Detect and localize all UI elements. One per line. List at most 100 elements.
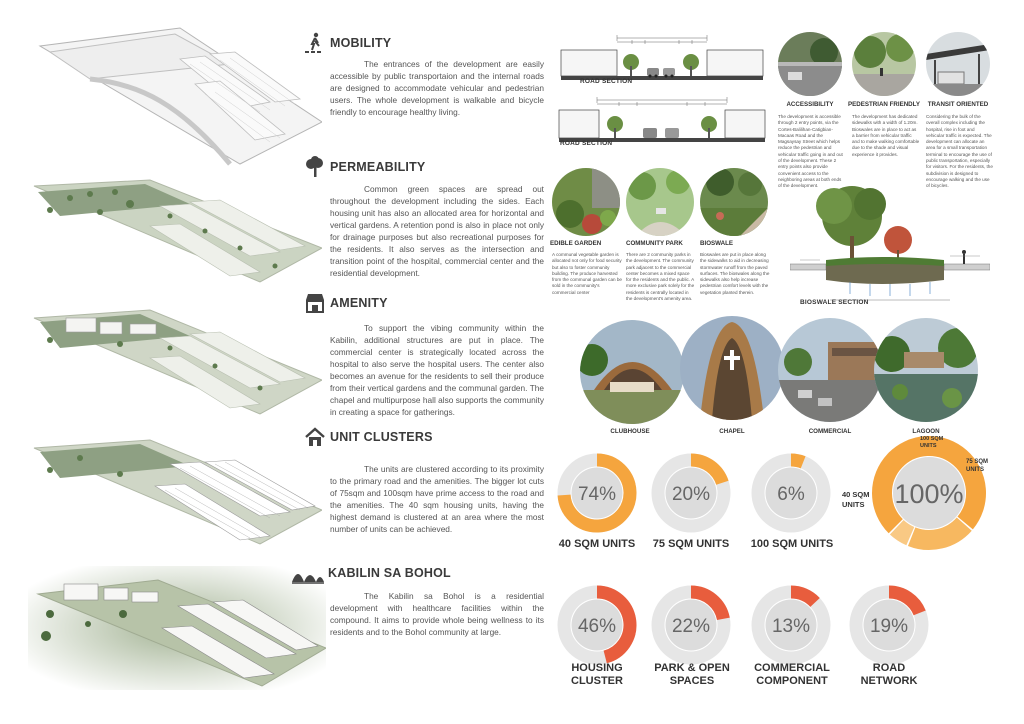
land-donut-0-value: 46% bbox=[578, 616, 616, 637]
community-park-text: There are 2 community parks in the devel… bbox=[626, 252, 695, 302]
kabilin-header: KABILIN SA BOHOL bbox=[292, 562, 451, 584]
donut-housing-cluster: 46% bbox=[556, 584, 638, 666]
commercial-photo bbox=[778, 318, 882, 422]
kabilin-text: The Kabilin sa Bohol is a residential de… bbox=[330, 591, 544, 637]
land-donut-2-value: 13% bbox=[772, 616, 810, 637]
pedestrian-friendly-text: The development has dedicated sidewalks … bbox=[852, 114, 920, 157]
road-section-2 bbox=[557, 92, 767, 154]
transit-oriented-label: TRANSIT ORIENTED bbox=[927, 101, 989, 108]
bioswale-section-label: BIOSWALE SECTION bbox=[800, 299, 869, 306]
clubhouse-label: CLUBHOUSE bbox=[610, 428, 650, 435]
amenity-header: AMENITY bbox=[304, 292, 388, 314]
bioswale-photo bbox=[700, 168, 768, 236]
clubhouse-photo bbox=[580, 320, 684, 424]
total-value: 100% bbox=[894, 479, 963, 509]
hills-icon bbox=[292, 562, 324, 584]
mobility-header: MOBILITY bbox=[304, 32, 391, 54]
road-section-2-label: ROAD SECTION bbox=[560, 140, 613, 147]
mobility-text: The entrances of the development are eas… bbox=[330, 59, 544, 117]
commercial-label: COMMERCIAL bbox=[808, 428, 852, 435]
tree-icon bbox=[304, 156, 326, 178]
community-park-label: COMMUNITY PARK bbox=[626, 240, 683, 247]
label-100sqm-units: 100 SQM UNITS bbox=[750, 538, 834, 550]
land-donut-3-value: 19% bbox=[870, 616, 908, 637]
chapel-label: CHAPEL bbox=[719, 428, 745, 435]
chapel-photo bbox=[680, 316, 784, 420]
total-label-75sqm: 75 SQM UNITS bbox=[966, 459, 989, 473]
unit-donut-2-value: 6% bbox=[777, 484, 805, 505]
kabilin-title: KABILIN SA BOHOL bbox=[328, 566, 451, 580]
donut-75sqm: 20% bbox=[650, 452, 732, 534]
land-donut-1-center bbox=[665, 599, 717, 651]
unit-donut-1-center bbox=[665, 467, 717, 519]
unit-donut-2-center bbox=[765, 467, 817, 519]
mobility-title: MOBILITY bbox=[330, 36, 392, 50]
site-view-mobility bbox=[30, 24, 322, 166]
bioswale-label: BIOSWALE bbox=[700, 240, 734, 247]
site-view-permeability bbox=[30, 176, 322, 284]
pedestrian-friendly-label: PEDESTRIAN FRIENDLY bbox=[848, 101, 920, 108]
unit-donut-2-arc bbox=[790, 453, 806, 469]
land-donut-3-center bbox=[863, 599, 915, 651]
house-icon bbox=[304, 426, 326, 448]
land-donut-2-center bbox=[765, 599, 817, 651]
unit-clusters-header: UNIT CLUSTERS bbox=[304, 426, 433, 448]
site-view-amenity bbox=[30, 304, 322, 416]
land-donut-1-arc bbox=[690, 585, 730, 621]
permeability-title: PERMEABILITY bbox=[330, 160, 426, 174]
edible-garden-text: A communal vegetable garden is allocated… bbox=[552, 252, 622, 295]
donut-park-open-spaces: 22% bbox=[650, 584, 732, 666]
community-park-photo bbox=[626, 168, 694, 236]
site-view-kabilin bbox=[28, 566, 326, 690]
donut-commercial-component: 13% bbox=[750, 584, 832, 666]
accessibility-text: The development is accessible through 2 … bbox=[778, 114, 843, 189]
total-center bbox=[893, 457, 965, 529]
total-label-100sqm: 100 SQM UNITS bbox=[920, 436, 944, 449]
pedestrian-crossing-icon bbox=[304, 32, 326, 54]
accessibility-photo bbox=[778, 32, 842, 96]
amenity-text: To support the vibing community within t… bbox=[330, 323, 544, 417]
label-75sqm-units: 75 SQM UNITS bbox=[652, 538, 730, 550]
total-slice-0 bbox=[872, 436, 986, 534]
label-park-open-spaces: PARK & OPEN SPACES bbox=[654, 662, 730, 687]
unit-donut-0-arc bbox=[557, 453, 637, 533]
land-donut-3-arc bbox=[888, 585, 926, 616]
site-view-unit-clusters bbox=[30, 434, 322, 546]
permeability-text: Common green spaces are spread out throu… bbox=[330, 184, 544, 278]
land-donut-0-center bbox=[571, 599, 623, 651]
bioswale-section-diagram bbox=[790, 176, 990, 306]
donut-road-network: 19% bbox=[848, 584, 930, 666]
bioswale-text: Bioswales are put in place along the sid… bbox=[700, 252, 770, 295]
edible-garden-label: EDIBLE GARDEN bbox=[550, 240, 602, 247]
lagoon-label: LAGOON bbox=[912, 428, 940, 435]
donut-40sqm: 74% bbox=[556, 452, 638, 534]
transit-oriented-photo bbox=[926, 32, 990, 96]
road-section-1 bbox=[557, 30, 767, 92]
total-slice-1 bbox=[907, 517, 972, 550]
road-section-1-label: ROAD SECTION bbox=[580, 78, 633, 85]
land-donut-2-arc bbox=[790, 585, 820, 608]
total-slice-2 bbox=[889, 519, 915, 546]
permeability-header: PERMEABILITY bbox=[304, 156, 425, 178]
donut-100sqm: 6% bbox=[750, 452, 832, 534]
pedestrian-friendly-photo bbox=[852, 32, 916, 96]
store-icon bbox=[304, 292, 326, 314]
label-commercial-component: COMMERCIAL COMPONENT bbox=[754, 662, 830, 687]
label-40sqm-units: 40 SQM UNITS bbox=[558, 538, 636, 550]
unit-donut-0-value: 74% bbox=[578, 484, 616, 505]
lagoon-photo bbox=[874, 318, 978, 422]
transit-oriented-text: Considering the bulk of the overall comp… bbox=[926, 114, 993, 189]
unit-donut-0-center bbox=[571, 467, 623, 519]
label-housing-cluster: HOUSING CLUSTER bbox=[571, 662, 623, 687]
unit-clusters-title: UNIT CLUSTERS bbox=[330, 430, 433, 444]
unit-donut-1-arc bbox=[690, 453, 729, 486]
total-label-40sqm: 40 SQM UNITS bbox=[842, 490, 870, 509]
label-road-network: ROAD NETWORK bbox=[860, 662, 918, 687]
unit-donut-1-value: 20% bbox=[672, 484, 710, 505]
edible-garden-photo bbox=[552, 168, 620, 236]
amenity-title: AMENITY bbox=[330, 296, 388, 310]
accessibility-label: ACCESSIBILITY bbox=[786, 101, 834, 108]
donut-unit-mix-total: 100% bbox=[870, 434, 988, 552]
land-donut-1-value: 22% bbox=[672, 616, 710, 637]
land-donut-0-arc bbox=[596, 585, 637, 664]
